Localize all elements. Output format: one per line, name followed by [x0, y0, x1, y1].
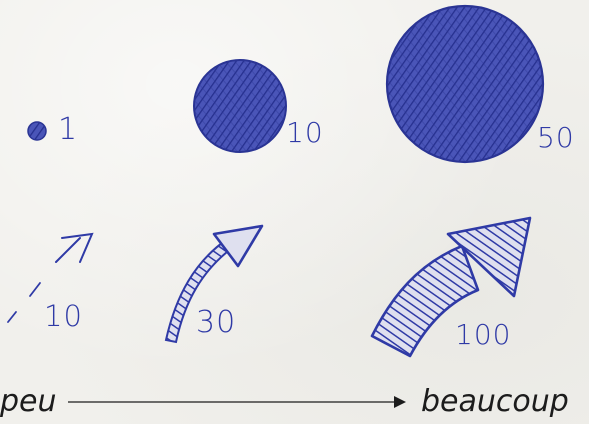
arrow-label-10: 10 [44, 299, 83, 333]
scale-label-left: peu [0, 384, 57, 419]
arrow-label-100: 100 [455, 318, 511, 351]
circle-size-50 [387, 6, 543, 162]
circle-label-50: 50 [537, 121, 575, 154]
circle-label-10: 10 [286, 116, 324, 149]
scale-arrow [68, 396, 406, 408]
circle-size-10 [194, 60, 286, 152]
arrow-label-30: 30 [196, 305, 236, 340]
circle-label-1: 1 [58, 112, 78, 147]
circle-size-1 [28, 122, 46, 140]
scale-label-right: beaucoup [421, 384, 569, 419]
